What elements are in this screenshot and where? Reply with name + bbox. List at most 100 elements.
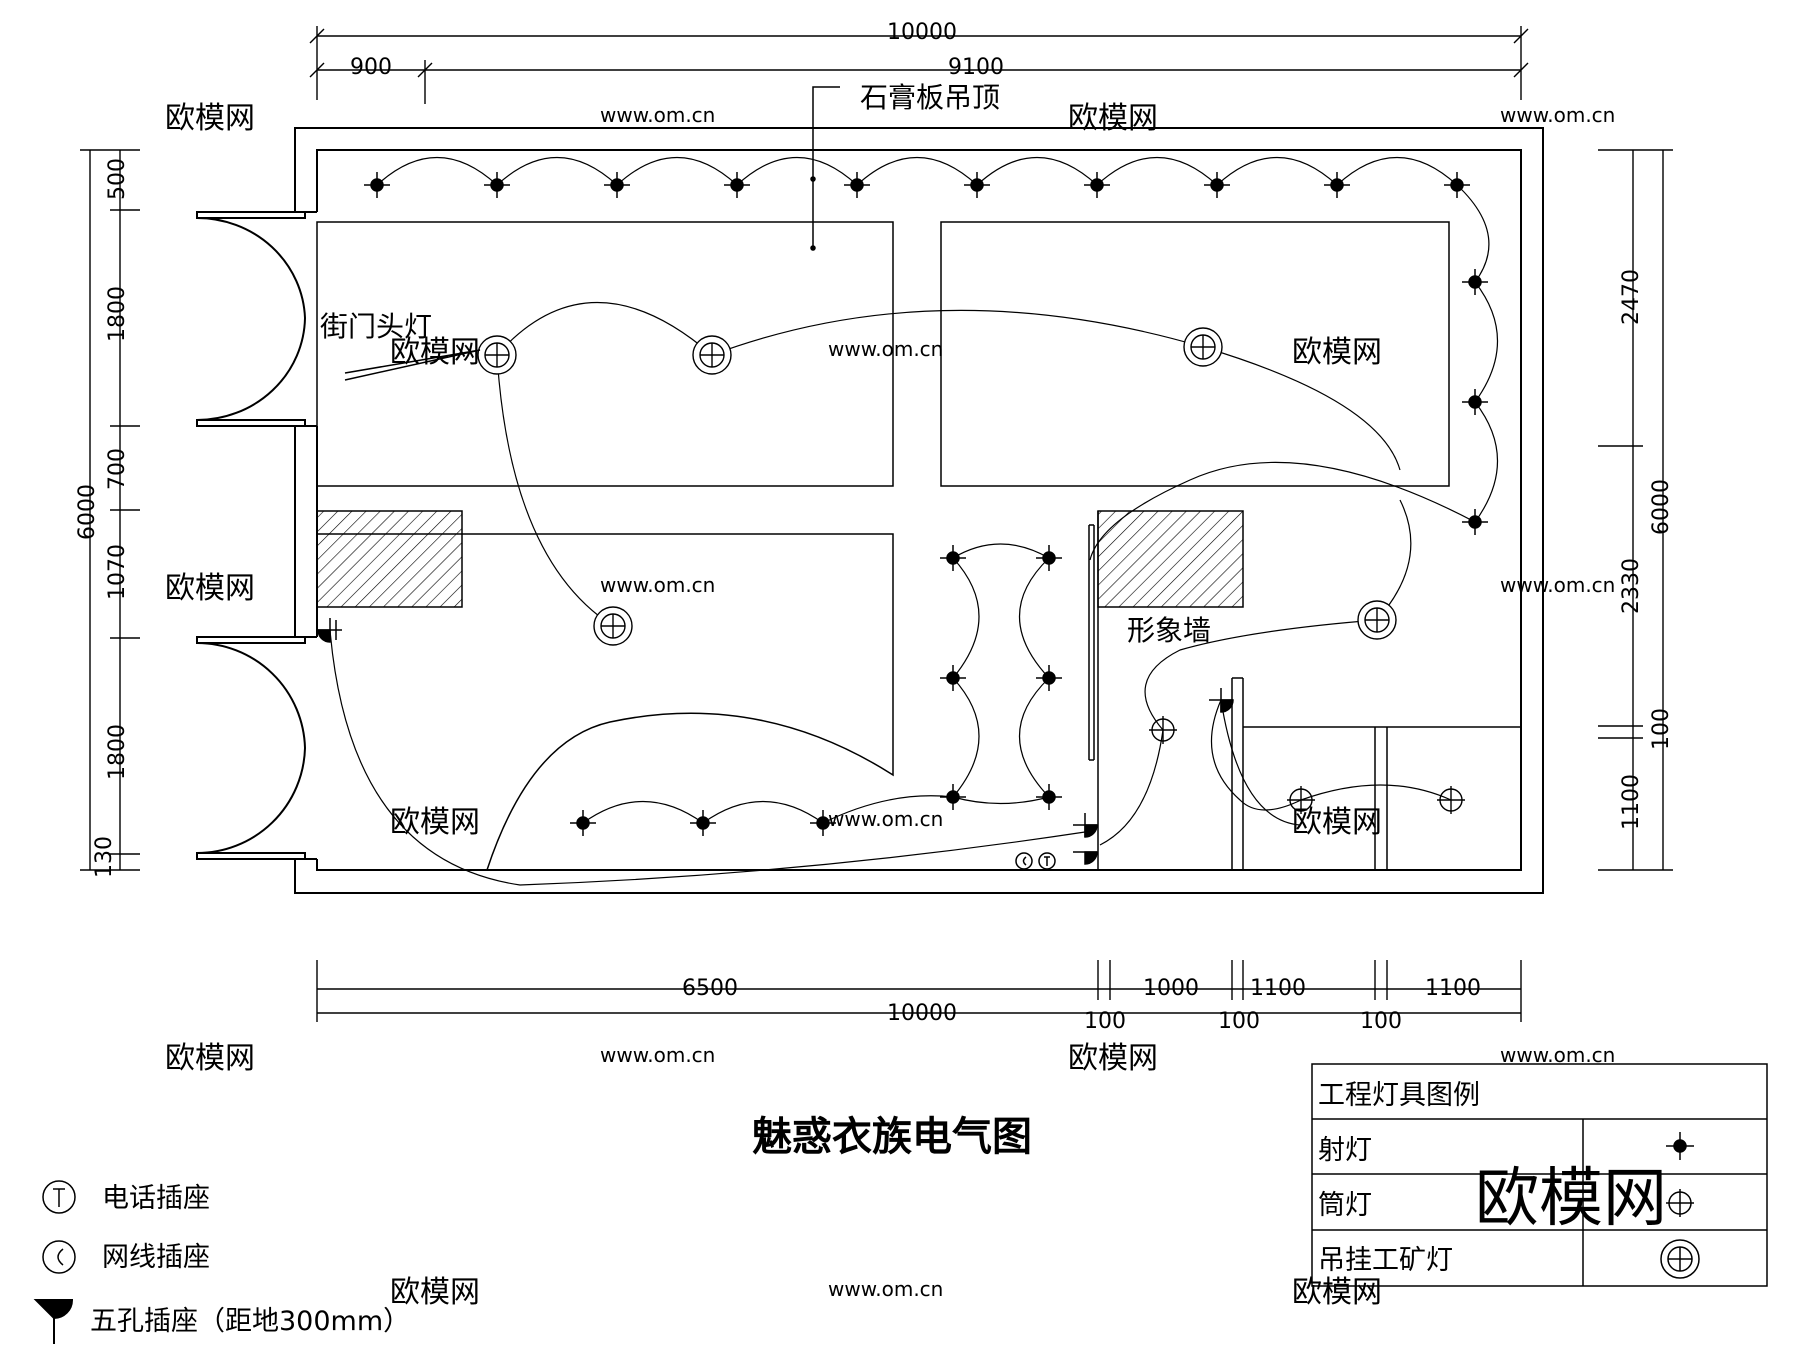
pendant-mining-light-icon xyxy=(1660,1239,1700,1279)
spotlight-icon xyxy=(1204,172,1230,198)
display-platform xyxy=(317,533,894,871)
ceiling-label: 石膏板吊顶 xyxy=(860,81,1000,114)
spotlight-icon xyxy=(1462,389,1488,415)
spotlight-icon xyxy=(1444,172,1470,198)
door-leaf-bottom-1 xyxy=(196,636,306,644)
door-leaf-top-1 xyxy=(196,211,306,219)
spotlight-icon xyxy=(570,810,596,836)
dim-right-seg-4: 1100 xyxy=(1619,774,1644,830)
downlight-icon xyxy=(1149,716,1177,744)
spotlight-icon xyxy=(690,810,716,836)
spotlight-icon xyxy=(484,172,510,198)
watermark-brand: 欧模网 xyxy=(165,101,255,136)
ceiling-panel-right xyxy=(940,221,1450,487)
legend-row-label: 筒灯 xyxy=(1318,1190,1372,1221)
facade-light-leader xyxy=(344,349,481,381)
socket-legend-five-hole: 五孔插座（距地300mm） xyxy=(90,1306,410,1337)
spotlight-icon xyxy=(724,172,750,198)
dim-top-right: 9100 xyxy=(948,55,1004,80)
spotlight-icon xyxy=(810,810,836,836)
watermark-url: www.om.cn xyxy=(600,103,715,127)
door-leaf-bottom-2 xyxy=(196,852,306,860)
door-leaf-top-2 xyxy=(196,419,306,427)
downlight-group xyxy=(1149,716,1465,814)
watermark-brand: 欧模网 xyxy=(1292,1275,1382,1310)
telephone-socket-icon xyxy=(1038,852,1056,870)
network-socket-icon xyxy=(1015,852,1033,870)
pendant-mining-light-icon xyxy=(692,335,732,375)
watermark-url: www.om.cn xyxy=(828,807,943,831)
watermark-brand: 欧模网 xyxy=(1292,335,1382,370)
downlight-icon xyxy=(1287,786,1315,814)
watermark-large-brand: 欧模网 xyxy=(1475,1162,1667,1236)
fitting-rooms xyxy=(1088,511,1521,870)
fixture-legend-table xyxy=(1311,1063,1768,1287)
image-wall-label: 形象墙 xyxy=(1127,614,1211,647)
watermark-url: www.om.cn xyxy=(828,1277,943,1301)
dimension-lines xyxy=(80,26,1673,1022)
five-hole-socket-icon xyxy=(1209,688,1234,713)
dim-right-total: 6000 xyxy=(1649,479,1674,535)
legend-row-label: 射灯 xyxy=(1318,1135,1372,1166)
spotlight-icon xyxy=(604,172,630,198)
spotlight-icon xyxy=(1036,784,1062,810)
watermark-url: www.om.cn xyxy=(1500,573,1615,597)
spotlight-icon xyxy=(940,545,966,571)
five-hole-socket-icon xyxy=(317,618,342,643)
pendant-mining-light-icon xyxy=(477,335,517,375)
watermark-url: www.om.cn xyxy=(600,1043,715,1067)
spotlight-group xyxy=(364,172,1488,836)
ceiling-panel-left xyxy=(316,221,894,487)
watermark-brand: 欧模网 xyxy=(165,571,255,606)
watermark-brand: 欧模网 xyxy=(390,1275,480,1310)
hatched-column-right xyxy=(1097,510,1244,608)
downlight-icon xyxy=(1437,786,1465,814)
dim-bottom-room-1: 1000 xyxy=(1143,976,1199,1001)
doors xyxy=(196,211,319,860)
dim-right-seg-2: 2330 xyxy=(1619,558,1644,614)
wiring xyxy=(329,157,1499,886)
spotlight-icon xyxy=(1666,1132,1694,1160)
inner-wall xyxy=(316,149,1522,871)
watermark-url: www.om.cn xyxy=(1500,103,1615,127)
dim-top-left: 900 xyxy=(350,55,392,80)
dim-bottom-total: 10000 xyxy=(887,1001,957,1026)
walls xyxy=(294,127,1544,894)
door-gap-top xyxy=(293,212,319,426)
watermark-brand: 欧模网 xyxy=(1068,1041,1158,1076)
watermark-brand: 欧模网 xyxy=(1292,805,1382,840)
legend-row-label: 吊挂工矿灯 xyxy=(1318,1245,1453,1276)
socket-legend-telephone: 电话插座 xyxy=(102,1183,210,1214)
watermark-url: www.om.cn xyxy=(600,573,715,597)
pendant-mining-light-icon xyxy=(1183,327,1223,367)
drawing-title: 魅惑衣族电气图 xyxy=(752,1114,1032,1160)
spotlight-icon xyxy=(1462,509,1488,535)
spotlight-icon xyxy=(1084,172,1110,198)
spotlight-icon xyxy=(844,172,870,198)
ceiling-panels xyxy=(316,221,1450,871)
watermark-brand: 欧模网 xyxy=(165,1041,255,1076)
dim-bottom-gap-2: 100 xyxy=(1218,1009,1260,1034)
dim-top-total: 10000 xyxy=(887,20,957,45)
spotlight-icon xyxy=(1036,545,1062,571)
spotlight-icon xyxy=(940,784,966,810)
dim-right-seg-3: 100 xyxy=(1649,708,1674,750)
watermark-brand: 欧模网 xyxy=(390,805,480,840)
dim-left-seg-6: 130 xyxy=(92,836,117,878)
five-hole-socket-icon xyxy=(1073,813,1098,838)
socket-legend-network: 网线插座 xyxy=(102,1242,210,1273)
plan-sockets xyxy=(317,618,1234,870)
dim-bottom-gap-1: 100 xyxy=(1084,1009,1126,1034)
watermark-url: www.om.cn xyxy=(828,337,943,361)
facade-light-label: 街门头灯 xyxy=(320,310,432,343)
spotlight-icon xyxy=(964,172,990,198)
hatched-column-left xyxy=(316,510,463,608)
spotlight-icon xyxy=(364,172,390,198)
spotlight-icon xyxy=(1462,269,1488,295)
dim-left-seg-1: 500 xyxy=(105,158,130,200)
door-gap-bottom xyxy=(293,637,319,859)
watermark-url: www.om.cn xyxy=(1500,1043,1615,1067)
pendant-mining-light-icon xyxy=(1357,600,1397,640)
watermark-brand: 欧模网 xyxy=(1068,101,1158,136)
